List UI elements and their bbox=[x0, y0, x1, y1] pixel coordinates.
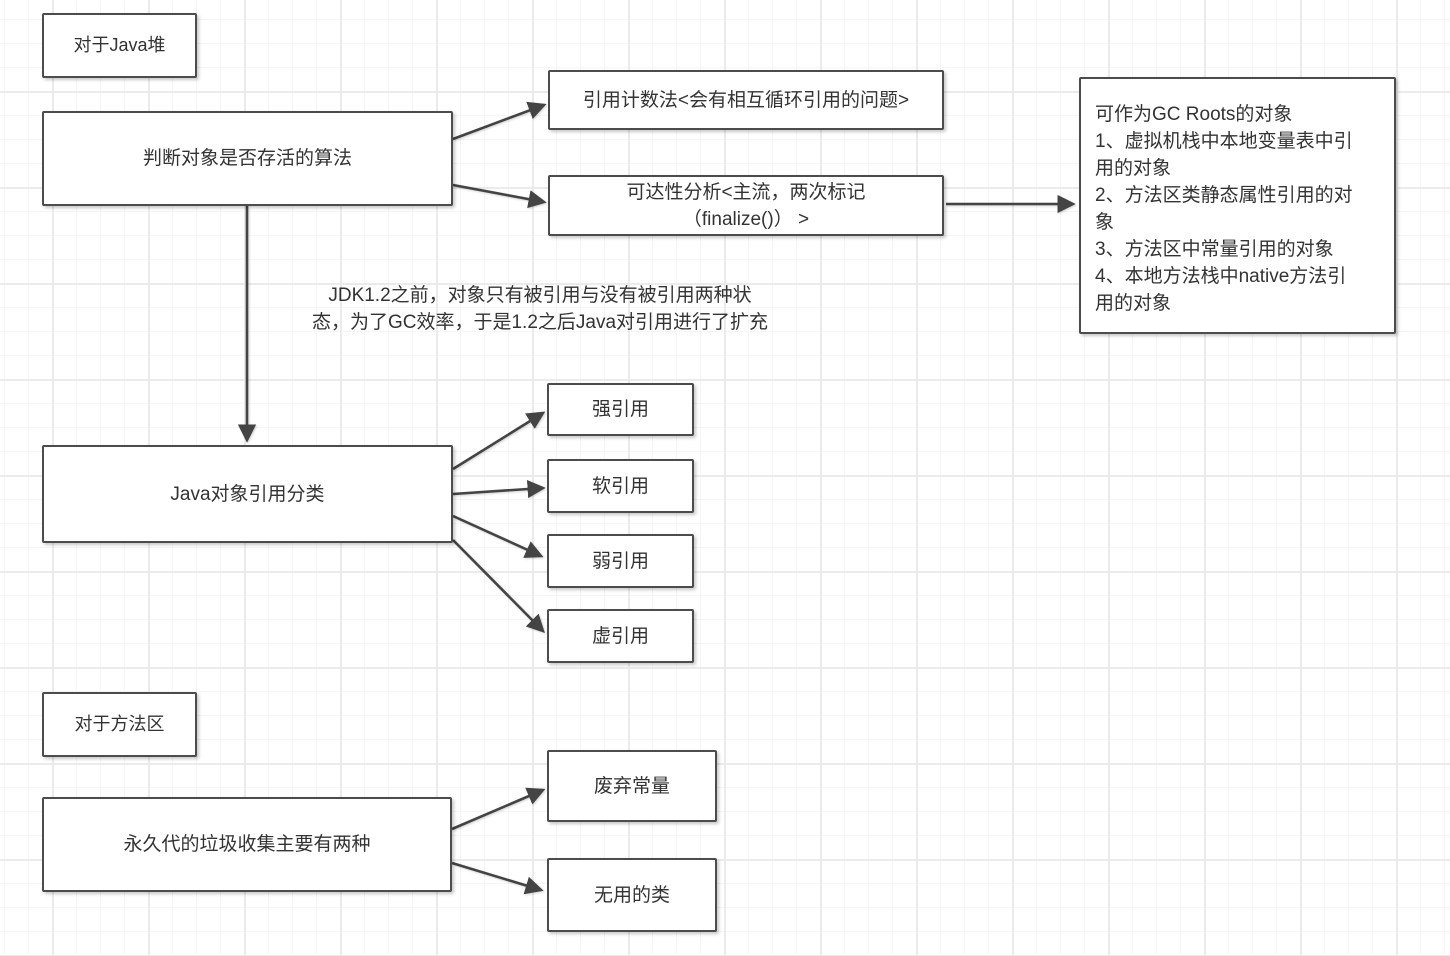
node-reference-classification[interactable]: Java对象引用分类 bbox=[42, 445, 453, 543]
node-useless-classes[interactable]: 无用的类 bbox=[547, 858, 717, 932]
node-gc-roots-objects[interactable]: 可作为GC Roots的对象 1、虚拟机栈中本地变量表中引 用的对象 2、方法区… bbox=[1079, 77, 1396, 334]
node-permgen-gc[interactable]: 永久代的垃圾收集主要有两种 bbox=[42, 797, 452, 892]
edge-permgen-to-discarded-constants bbox=[451, 787, 546, 831]
text-jdk-reference-note[interactable]: JDK1.2之前，对象只有被引用与没有被引用两种状 态，为了GC效率，于是1.2… bbox=[311, 285, 769, 333]
edge-alive-algo-to-reachability bbox=[452, 183, 547, 209]
node-reference-counting[interactable]: 引用计数法<会有相互循环引用的问题> bbox=[548, 70, 944, 130]
edge-ref-classify-to-strong-ref bbox=[452, 411, 546, 471]
edge-alive-algo-to-ref-counting bbox=[452, 101, 547, 141]
node-java-heap-title[interactable]: 对于Java堆 bbox=[42, 13, 197, 78]
edge-ref-classify-to-soft-ref bbox=[452, 479, 546, 499]
node-weak-reference[interactable]: 弱引用 bbox=[547, 534, 694, 588]
node-strong-reference[interactable]: 强引用 bbox=[547, 383, 694, 436]
edge-ref-classify-to-weak-ref bbox=[452, 514, 544, 558]
node-method-area-title[interactable]: 对于方法区 bbox=[42, 692, 197, 757]
node-alive-algorithm[interactable]: 判断对象是否存活的算法 bbox=[42, 111, 453, 206]
edge-ref-classify-to-phantom-ref bbox=[452, 539, 545, 633]
node-phantom-reference[interactable]: 虚引用 bbox=[547, 609, 694, 663]
node-reachability-analysis[interactable]: 可达性分析<主流，两次标记 （finalize()） > bbox=[548, 175, 944, 236]
node-discarded-constants[interactable]: 废弃常量 bbox=[547, 750, 717, 822]
edge-permgen-to-useless-classes bbox=[451, 861, 544, 895]
node-soft-reference[interactable]: 软引用 bbox=[547, 459, 694, 513]
